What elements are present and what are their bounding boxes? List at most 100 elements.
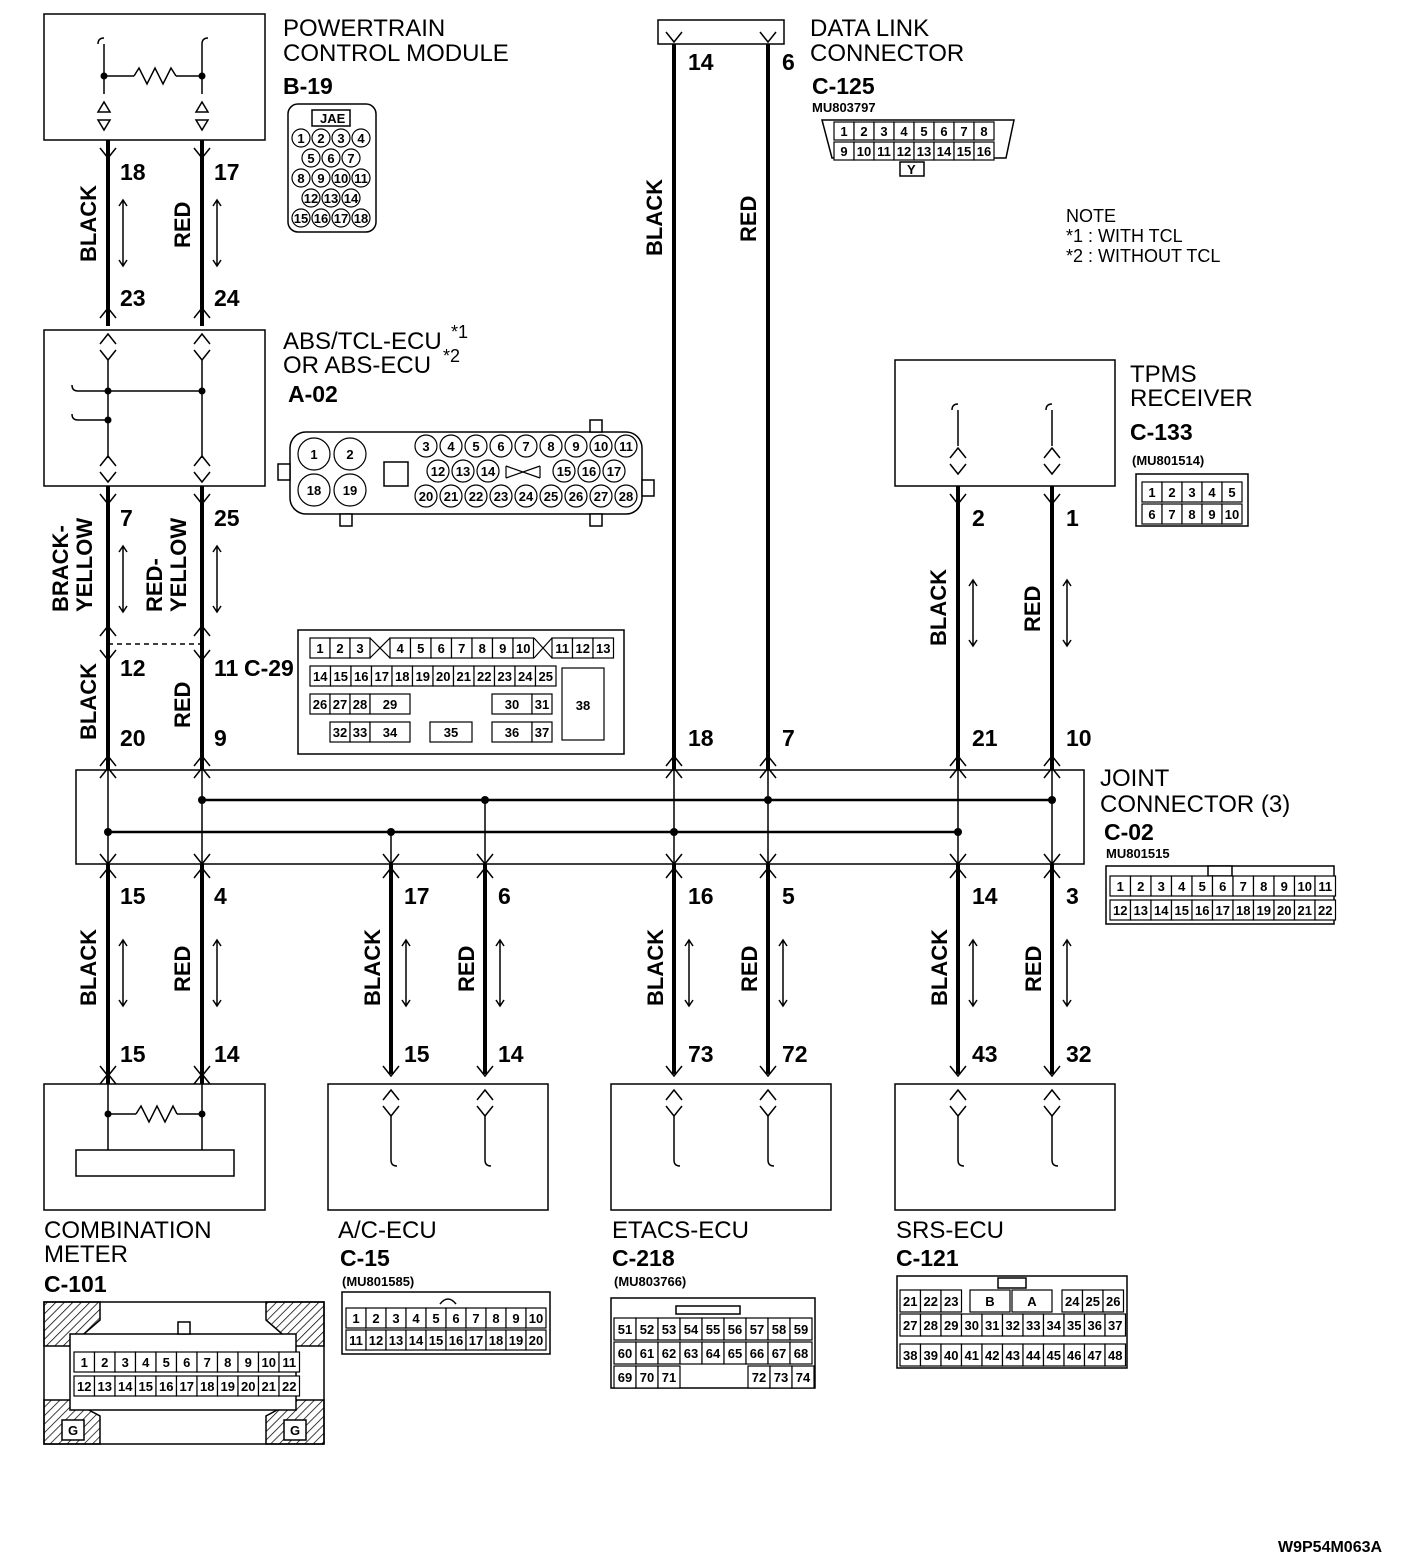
dlc-pin: 1 xyxy=(840,124,847,139)
pcm-cell xyxy=(291,128,311,148)
pcm-wire-arrows xyxy=(99,147,222,319)
pcm-pin: 17 xyxy=(334,211,348,226)
wire-color: YELLOW xyxy=(166,518,191,612)
c29-pin: 23 xyxy=(498,669,512,684)
ac-cell xyxy=(525,1329,547,1351)
srs-cell xyxy=(1104,1343,1127,1367)
c29-pin: 10 xyxy=(516,641,530,656)
dlc-pin: 16 xyxy=(977,144,991,159)
ac-pin: 2 xyxy=(372,1311,379,1326)
wire-color: RED- xyxy=(142,558,167,612)
pcm-pin: 11 xyxy=(354,171,368,186)
srs-pin: 25 xyxy=(1086,1294,1100,1309)
wire-color: RED xyxy=(170,682,195,728)
meter-name-2: METER xyxy=(44,1241,128,1268)
pin-label: 14 xyxy=(688,49,714,75)
c29-pin: 28 xyxy=(353,697,367,712)
meter-ground-right: G xyxy=(290,1423,300,1438)
etacs-pin: 52 xyxy=(640,1322,654,1337)
abs-cell xyxy=(489,484,513,508)
c29-pin: 17 xyxy=(375,669,389,684)
pcm-pin: 6 xyxy=(327,151,334,166)
joint-name-2: CONNECTOR (3) xyxy=(1100,791,1290,818)
pin-label: 16 xyxy=(688,883,714,909)
joint-part: MU801515 xyxy=(1106,846,1170,861)
etacs-pin: 68 xyxy=(794,1346,808,1361)
dlc-pin: 2 xyxy=(860,124,867,139)
dlc-pin: 13 xyxy=(917,144,931,159)
c29-pin: 22 xyxy=(477,669,491,684)
dlc-pin: 7 xyxy=(960,124,967,139)
pin-label: 24 xyxy=(214,285,240,311)
pin-label: 15 xyxy=(404,1041,430,1067)
pcm-cell xyxy=(311,208,331,228)
c29-pin: 21 xyxy=(457,669,471,684)
pcm-cell xyxy=(311,128,331,148)
srs-pin: 22 xyxy=(924,1294,938,1309)
abs-cell xyxy=(614,484,638,508)
c29-pin: 9 xyxy=(499,641,506,656)
c29-pin: 35 xyxy=(444,725,458,740)
pcm-cell xyxy=(341,148,361,168)
joint-pin: 4 xyxy=(1178,879,1186,894)
meter-pin: 21 xyxy=(262,1379,276,1394)
pin-label: 9 xyxy=(214,725,227,751)
meter-pin: 11 xyxy=(282,1355,296,1370)
etacs-pin: 51 xyxy=(618,1322,632,1337)
srs-pin: 28 xyxy=(924,1318,938,1333)
abs-pin: 11 xyxy=(619,439,633,454)
tpms-dir-arrows xyxy=(968,578,1072,648)
srs-pin: 48 xyxy=(1108,1348,1122,1363)
tpms-box xyxy=(894,359,1116,487)
c29-pin: 3 xyxy=(356,641,363,656)
abs-pin: 2 xyxy=(346,447,353,462)
abs-cell xyxy=(589,434,613,458)
pin-label: 43 xyxy=(972,1041,998,1067)
ac-pin: 10 xyxy=(529,1311,543,1326)
meter-pin: 19 xyxy=(221,1379,235,1394)
tpms-pin: 8 xyxy=(1188,507,1195,522)
c29-cell xyxy=(592,637,615,659)
abs-pin: 14 xyxy=(481,464,496,479)
joint-pin: 14 xyxy=(1154,903,1169,918)
srs-cell xyxy=(1011,1289,1053,1313)
tpms-pin: 5 xyxy=(1228,485,1235,500)
srs-pin: B xyxy=(985,1294,994,1309)
pcm-cell xyxy=(331,128,351,148)
pin-label: 10 xyxy=(1066,725,1092,751)
etacs-pin: 58 xyxy=(772,1322,786,1337)
ac-pin: 19 xyxy=(509,1333,523,1348)
abs-pin: 27 xyxy=(594,489,608,504)
c29-pin: 14 xyxy=(313,669,328,684)
abs-cell xyxy=(602,459,626,483)
etacs-pin: 71 xyxy=(662,1370,676,1385)
joint-pin: 7 xyxy=(1240,879,1247,894)
pin-label: 14 xyxy=(972,883,998,909)
srs-pin: 45 xyxy=(1047,1348,1061,1363)
pin-label: 4 xyxy=(214,883,227,909)
etacs-pin: 64 xyxy=(706,1346,721,1361)
meter-pin: 16 xyxy=(159,1379,173,1394)
joint-box xyxy=(75,769,1085,865)
joint-pin: 3 xyxy=(1158,879,1165,894)
pin-label: 18 xyxy=(120,159,146,185)
abs-pin: 16 xyxy=(582,464,596,479)
meter-pin: 5 xyxy=(163,1355,170,1370)
ac-box xyxy=(327,1083,549,1211)
etacs-pin: 72 xyxy=(752,1370,766,1385)
dlc-pin: 9 xyxy=(840,144,847,159)
meter-pin: 12 xyxy=(77,1379,91,1394)
pin-label: 11 xyxy=(214,655,239,681)
pin-label: 72 xyxy=(782,1041,808,1067)
abs-cell xyxy=(514,484,538,508)
pcm-pin: 13 xyxy=(324,191,338,206)
abs-pin: 5 xyxy=(472,439,479,454)
pin-label: 73 xyxy=(688,1041,714,1067)
etacs-pin: 66 xyxy=(750,1346,764,1361)
ac-pin: 7 xyxy=(472,1311,479,1326)
c29-cell xyxy=(429,721,473,743)
tpms-pin: 3 xyxy=(1188,485,1195,500)
srs-internal xyxy=(949,1088,1061,1167)
